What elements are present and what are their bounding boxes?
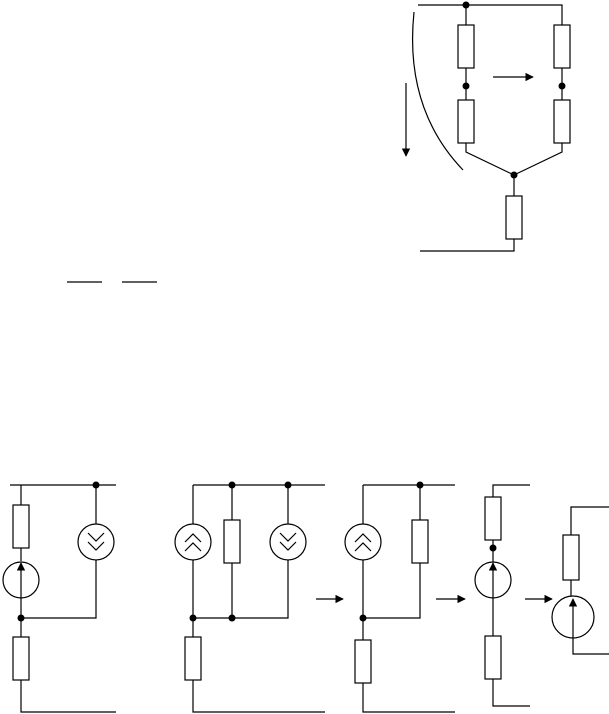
node-dot	[359, 614, 367, 622]
circuit-5	[551, 506, 609, 655]
node-dot	[510, 171, 518, 179]
resistor	[184, 636, 202, 681]
circuit-1	[2, 481, 116, 713]
node-dot	[416, 481, 424, 489]
top-rail-wire	[418, 4, 563, 25]
resistor	[354, 639, 372, 684]
resistor	[12, 636, 30, 681]
node-dot	[462, 1, 470, 9]
resistor	[223, 519, 241, 564]
bottom-wire	[20, 680, 116, 713]
wire	[363, 563, 421, 619]
current-source-up	[174, 523, 212, 561]
bottom-wire	[362, 683, 455, 713]
resistor-lower-right	[553, 99, 571, 144]
resistor	[484, 496, 502, 541]
chevron-down-icon	[87, 532, 105, 542]
chevron-up-icon	[354, 533, 372, 543]
resistor-upper-left	[457, 24, 475, 69]
circuit-3	[344, 481, 455, 713]
node-dot	[489, 544, 497, 552]
current-source-up	[344, 523, 382, 561]
chevron-up-icon	[184, 542, 202, 552]
resistor	[562, 534, 580, 581]
chevron-up-icon	[354, 542, 372, 552]
bottom-wire	[192, 680, 325, 713]
resistor-upper-right	[553, 24, 571, 69]
resistor-lower-left	[457, 99, 475, 144]
hand-drawn-curve	[411, 11, 464, 171]
chevron-down-icon	[279, 541, 297, 551]
circuit-2	[174, 481, 325, 713]
current-source-down	[77, 523, 115, 561]
wire	[193, 560, 289, 619]
resistor	[484, 635, 502, 680]
node-dot	[462, 82, 470, 90]
bottom-lead-wire	[572, 638, 609, 655]
node-dot	[284, 481, 292, 489]
wire	[21, 560, 97, 619]
star-wires	[465, 143, 563, 176]
bottom-lead-wire	[420, 239, 515, 252]
resistor-bottom	[505, 195, 523, 240]
resistor	[12, 504, 30, 549]
chevron-down-icon	[279, 532, 297, 542]
node-dot	[17, 614, 25, 622]
node-dot	[189, 614, 197, 622]
chevron-up-icon	[184, 533, 202, 543]
chevron-down-icon	[87, 541, 105, 551]
top-bridge-network	[401, 1, 571, 252]
bottom-lead-wire	[492, 679, 530, 707]
node-dot	[92, 481, 100, 489]
node-dot	[228, 614, 236, 622]
current-source-down	[269, 523, 307, 561]
circuit-4	[474, 484, 530, 707]
node-dot	[228, 481, 236, 489]
resistor	[411, 519, 429, 564]
node-dot	[558, 82, 566, 90]
top-lead-wire	[570, 506, 609, 535]
top-lead-wire	[492, 484, 530, 497]
